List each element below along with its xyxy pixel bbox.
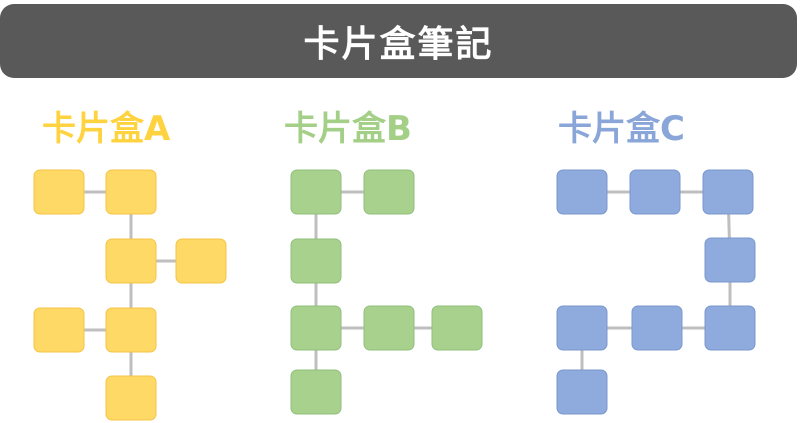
- card-a-2: [105, 169, 157, 215]
- card-c-5: [556, 305, 608, 351]
- card-b-3: [290, 238, 342, 284]
- card-c-2: [629, 169, 681, 215]
- group-label-a: 卡片盒A: [42, 109, 171, 149]
- card-c-6: [631, 305, 683, 351]
- card-a-4: [175, 238, 227, 284]
- card-a-7: [105, 375, 157, 421]
- group-label-c: 卡片盒C: [558, 109, 685, 149]
- card-c-8: [556, 369, 608, 415]
- card-c-1: [556, 169, 608, 215]
- card-a-6: [105, 307, 157, 353]
- card-c-3: [702, 169, 754, 215]
- card-c-7: [704, 305, 756, 351]
- card-b-5: [363, 305, 415, 351]
- card-a-1: [33, 169, 85, 215]
- card-b-2: [363, 169, 415, 215]
- card-b-1: [290, 169, 342, 215]
- card-a-5: [33, 307, 85, 353]
- page-title: 卡片盒筆記: [0, 4, 797, 78]
- card-b-7: [290, 369, 342, 415]
- card-b-6: [431, 305, 483, 351]
- card-b-4: [290, 305, 342, 351]
- card-c-4: [704, 237, 756, 283]
- group-label-b: 卡片盒B: [284, 109, 412, 149]
- card-a-3: [105, 238, 157, 284]
